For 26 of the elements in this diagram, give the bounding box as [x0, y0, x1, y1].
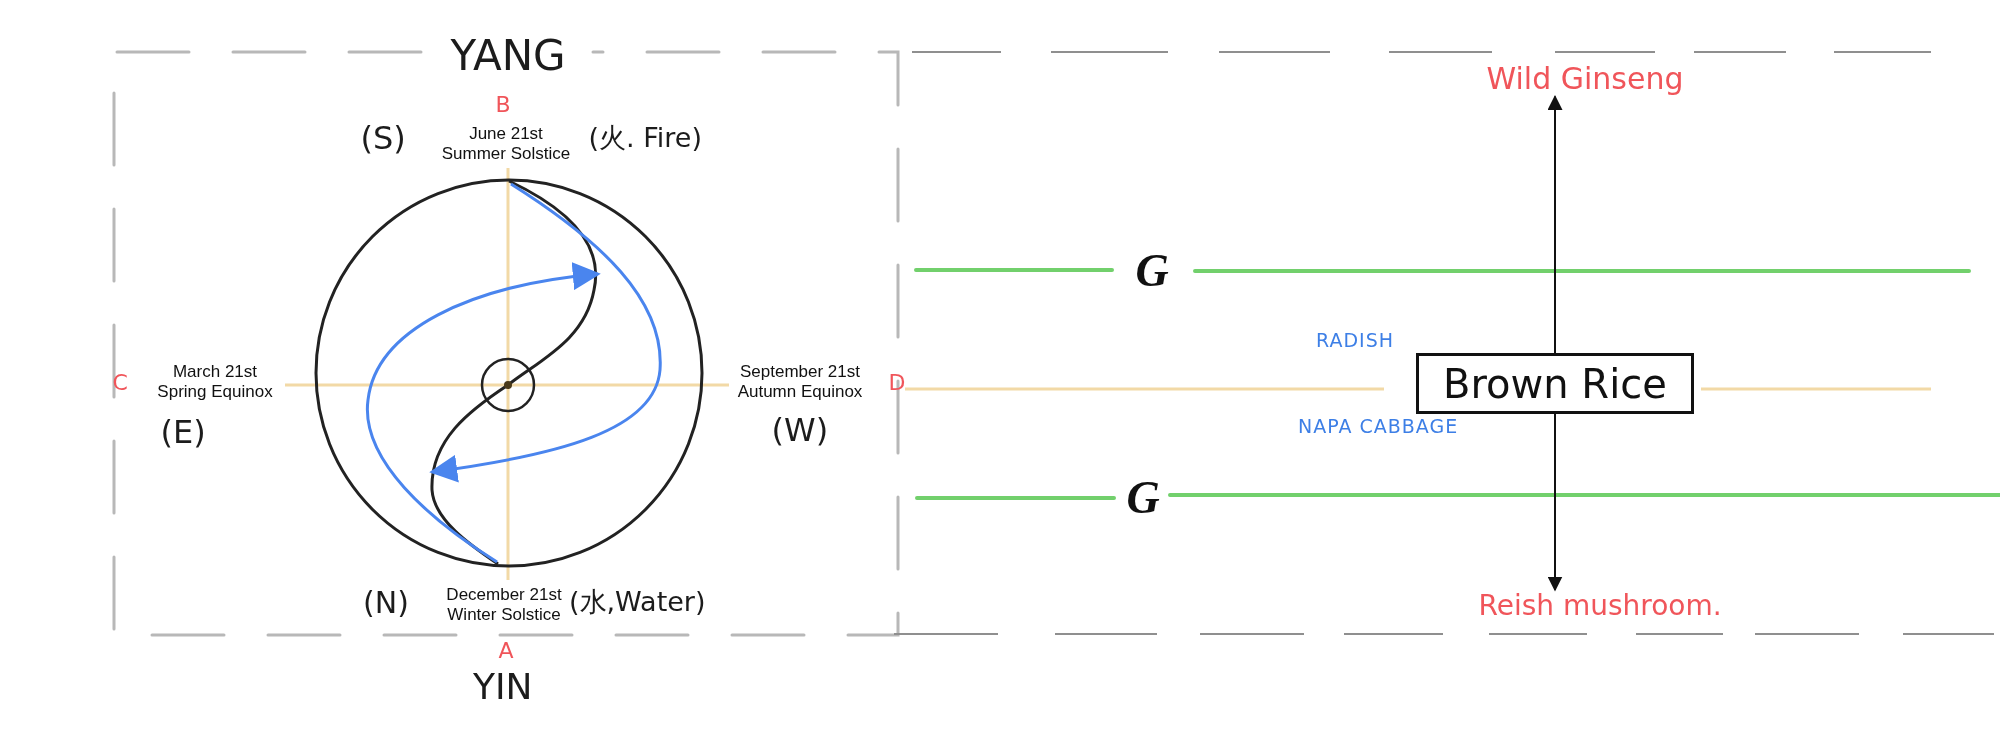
arrow	[1547, 413, 1563, 592]
element-label: (火. Fire)	[588, 122, 702, 154]
food-label: Wild Ginseng	[1486, 62, 1684, 97]
food-label: RADISH	[1316, 330, 1394, 352]
point-label: B	[495, 92, 511, 118]
line-label: G	[1126, 472, 1160, 525]
arrow	[1547, 95, 1563, 354]
direction-label: (W)	[771, 412, 829, 449]
food-label: NAPA CABBAGE	[1298, 416, 1459, 438]
food-label: Reish mushroom.	[1478, 590, 1722, 623]
date-label: March 21st Spring Equinox	[156, 362, 274, 402]
date-label: September 21st Autumn Equinox	[736, 362, 864, 402]
line-label: G	[1135, 245, 1169, 298]
point-label: A	[498, 638, 514, 664]
pole-label: YIN	[473, 666, 533, 708]
point-label: D	[888, 370, 906, 396]
date-label: June 21st Summer Solstice	[440, 124, 572, 164]
point-label: C	[112, 370, 128, 396]
food-box	[1416, 353, 1694, 414]
element-label: (水,Water)	[569, 586, 706, 618]
pole-label: YANG	[450, 32, 566, 81]
direction-label: (E)	[160, 414, 206, 451]
direction-label: (S)	[360, 120, 406, 157]
box-label: Brown Rice	[1443, 361, 1667, 406]
date-label: December 21st Winter Solstice	[445, 585, 563, 625]
direction-label: (N)	[363, 586, 409, 621]
